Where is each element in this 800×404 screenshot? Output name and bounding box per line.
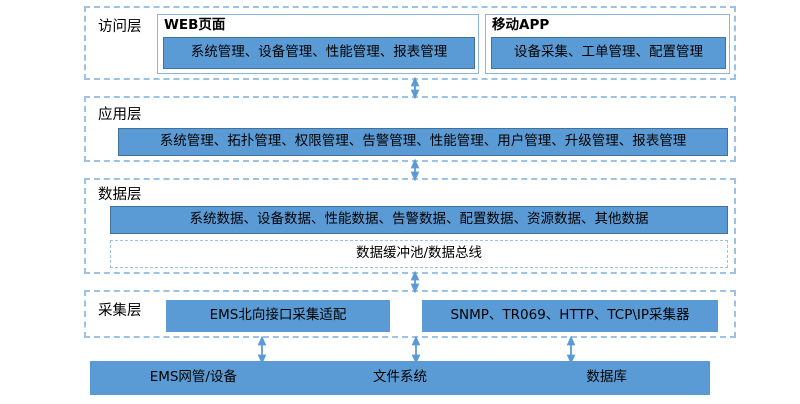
card-web-title: WEB页面 <box>164 17 226 33</box>
layer-data: 数据层 系统数据、设备数据、性能数据、告警数据、配置数据、资源数据、其他数据 数… <box>84 178 736 274</box>
resource-segment-database[interactable]: 数据库 <box>586 369 627 386</box>
layer-application-label: 应用层 <box>98 107 142 123</box>
bar-web-modules[interactable]: 系统管理、设备管理、性能管理、报表管理 <box>163 37 475 69</box>
layer-application: 应用层 系统管理、拓扑管理、权限管理、告警管理、性能管理、用户管理、升级管理、报… <box>84 96 736 162</box>
resource-segment-ems[interactable]: EMS网管/设备 <box>149 369 237 386</box>
bar-data-types[interactable]: 系统数据、设备数据、性能数据、告警数据、配置数据、资源数据、其他数据 <box>110 206 728 234</box>
bar-application-modules[interactable]: 系统管理、拓扑管理、权限管理、告警管理、性能管理、用户管理、升级管理、报表管理 <box>118 128 728 156</box>
box-data-bus[interactable]: 数据缓冲池/数据总线 <box>110 240 728 268</box>
bar-mobile-app-modules[interactable]: 设备采集、工单管理、配置管理 <box>491 37 726 69</box>
layer-access-label: 访问层 <box>98 19 142 35</box>
layer-collection: 采集层 EMS北向接口采集适配 SNMP、TR069、HTTP、TCP\IP采集… <box>84 290 736 338</box>
layer-data-label: 数据层 <box>98 187 142 203</box>
bar-ems-northbound-adapter[interactable]: EMS北向接口采集适配 <box>166 300 390 332</box>
layer-collection-label: 采集层 <box>98 303 142 319</box>
resource-segment-filesystem[interactable]: 文件系统 <box>373 369 427 386</box>
card-mobile-app[interactable]: 移动APP 设备采集、工单管理、配置管理 <box>485 14 730 74</box>
resource-bar: EMS网管/设备 文件系统 数据库 <box>90 361 710 395</box>
bar-protocol-collectors[interactable]: SNMP、TR069、HTTP、TCP\IP采集器 <box>422 300 718 332</box>
layer-access: 访问层 WEB页面 系统管理、设备管理、性能管理、报表管理 移动APP 设备采集… <box>84 6 736 80</box>
card-mobile-app-title: 移动APP <box>492 17 550 33</box>
card-web[interactable]: WEB页面 系统管理、设备管理、性能管理、报表管理 <box>157 14 479 74</box>
